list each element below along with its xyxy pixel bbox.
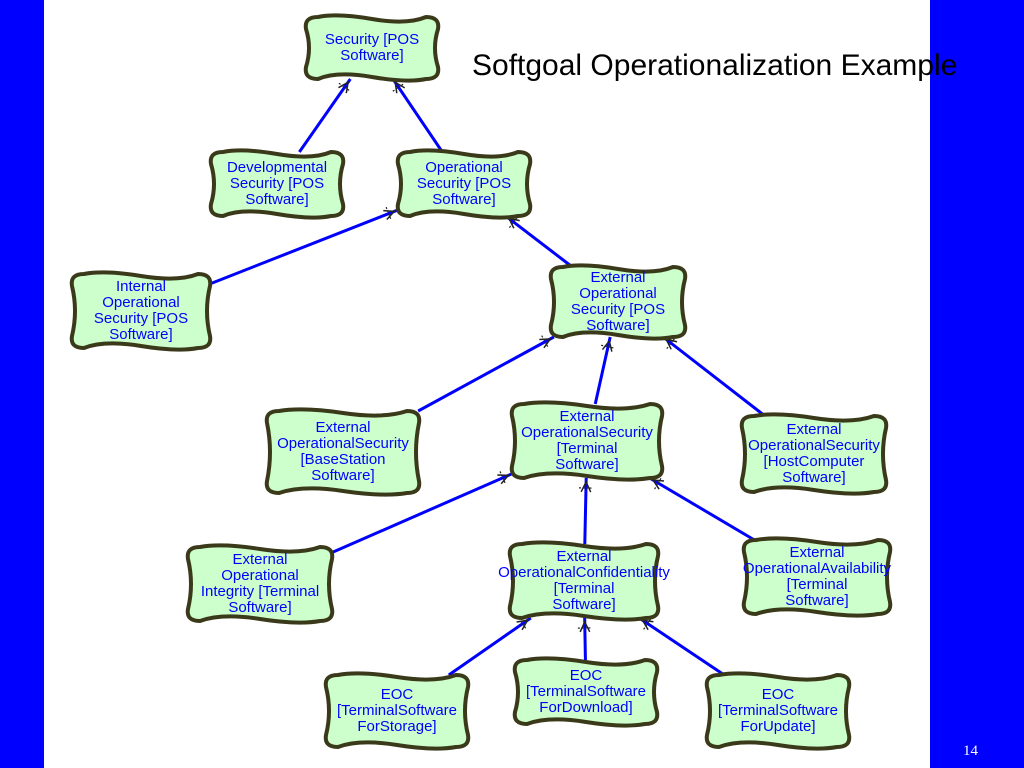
contribution-link [417, 335, 555, 413]
arrowhead [497, 474, 510, 485]
softgoal-shape [208, 148, 346, 220]
arrowhead [601, 339, 613, 352]
node-ext-op-security-basestation[interactable]: External OperationalSecurity [BaseStatio… [263, 407, 423, 497]
node-ext-op-security-hostcomputer[interactable]: External OperationalSecurity [HostComput… [738, 412, 890, 496]
arrowhead [579, 620, 591, 633]
arrowhead [383, 209, 396, 221]
and-marker [392, 82, 405, 92]
softgoal-shape [548, 263, 688, 341]
node-ext-op-integrity-terminal[interactable]: External Operational Integrity [Terminal… [184, 543, 336, 625]
arrowhead [516, 619, 529, 631]
and-marker [508, 216, 519, 229]
arrowhead [394, 80, 406, 94]
node-developmental-security-pos[interactable]: Developmental Security [POS Software] [207, 148, 347, 220]
node-security-pos[interactable]: Security [POS Software] [302, 13, 442, 83]
arrowhead [338, 80, 350, 94]
contribution-link [331, 472, 513, 554]
contribution-link [583, 477, 588, 545]
and-marker [601, 344, 615, 349]
and-marker [541, 335, 549, 349]
node-ext-op-security-terminal[interactable]: External OperationalSecurity [Terminal S… [508, 400, 666, 482]
contribution-link [648, 476, 756, 542]
arrowhead [651, 479, 665, 490]
softgoal-shape [507, 540, 661, 622]
contribution-link [662, 335, 766, 418]
contribution-link [593, 336, 612, 405]
node-eoc-update[interactable]: EOC [TerminalSoftware ForUpdate] [703, 671, 853, 751]
softgoal-shape [264, 407, 422, 497]
and-marker [385, 206, 392, 221]
and-marker [499, 471, 507, 485]
softgoal-shape [395, 148, 533, 220]
softgoal-shape [704, 671, 852, 751]
node-ext-op-confidentiality-terminal[interactable]: External OperationalConfidentiality [Ter… [498, 540, 670, 622]
softgoal-shape [509, 400, 665, 482]
arrowhead [539, 338, 552, 349]
contribution-link [391, 78, 444, 153]
softgoal-shape [303, 13, 441, 83]
and-marker [518, 617, 528, 630]
softgoal-shape [69, 270, 213, 352]
contribution-link [504, 214, 574, 269]
softgoal-shape [741, 536, 893, 618]
softgoal-shape [739, 412, 889, 496]
node-operational-security-pos[interactable]: Operational Security [POS Software] [394, 148, 534, 220]
softgoal-shape [185, 543, 335, 625]
and-marker [338, 82, 351, 92]
node-ext-op-availability-terminal[interactable]: External OperationalAvailability [Termin… [740, 536, 894, 618]
contribution-link [298, 78, 352, 153]
node-eoc-storage[interactable]: EOC [TerminalSoftware ForStorage] [322, 671, 472, 751]
slide-canvas [44, 0, 930, 768]
page-number: 14 [963, 743, 978, 759]
softgoal-shape [323, 671, 471, 751]
slide-title: Softgoal Operationalization Example [472, 49, 958, 82]
contribution-link [209, 208, 399, 286]
node-eoc-download[interactable]: EOC [TerminalSoftware ForDownload] [511, 656, 661, 728]
and-marker [666, 337, 676, 350]
softgoal-shape [512, 656, 660, 728]
contribution-link [638, 616, 726, 677]
arrowhead [580, 480, 592, 493]
node-external-operational-security-pos[interactable]: External Operational Security [POS Softw… [547, 263, 689, 341]
and-marker [654, 476, 663, 490]
contribution-link [447, 616, 532, 677]
node-internal-operational-security-pos[interactable]: Internal Operational Security [POS Softw… [68, 270, 214, 352]
contribution-link [583, 617, 587, 661]
